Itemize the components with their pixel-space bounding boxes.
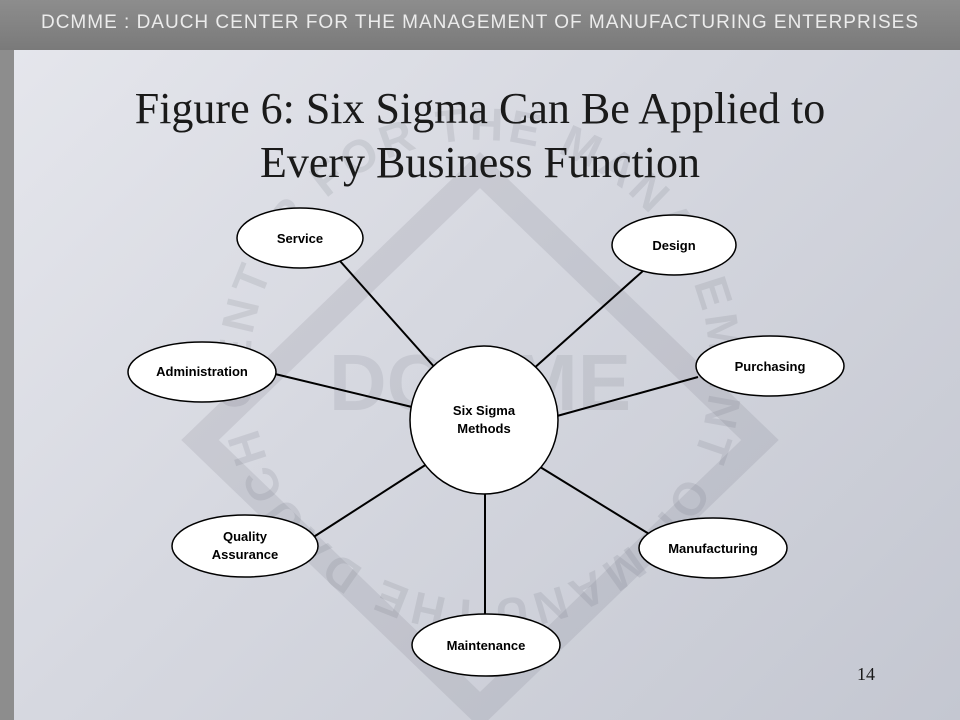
node-purchasing: Purchasing — [695, 335, 845, 397]
connector-purchasing — [556, 376, 699, 417]
node-six-sigma-methods: Six Sigma Methods — [409, 345, 559, 495]
connector-design — [531, 269, 645, 371]
node-administration: Administration — [127, 341, 277, 403]
svg-text:Manufacturing: Manufacturing — [668, 541, 758, 556]
node-service: Service — [236, 207, 364, 269]
connector-quality-assurance — [311, 461, 431, 539]
svg-text:Maintenance: Maintenance — [447, 638, 526, 653]
svg-text:Purchasing: Purchasing — [735, 359, 806, 374]
node-maintenance: Maintenance — [411, 613, 561, 677]
header-bar: DCMME : DAUCH CENTER FOR THE MANAGEMENT … — [0, 0, 960, 50]
svg-text:Design: Design — [652, 238, 695, 253]
connector-administration — [274, 373, 413, 408]
svg-text:Quality: Quality — [223, 529, 268, 544]
page-number: 14 — [857, 664, 875, 684]
connector-service — [339, 260, 438, 371]
svg-text:Methods: Methods — [457, 421, 510, 436]
left-bar — [0, 50, 14, 720]
header-text: DCMME : DAUCH CENTER FOR THE MANAGEMENT … — [40, 12, 919, 33]
svg-text:Administration: Administration — [156, 364, 248, 379]
slide-title-line-1: Figure 6: Six Sigma Can Be Applied to — [134, 84, 826, 133]
svg-text:Service: Service — [277, 231, 323, 246]
svg-text:Assurance: Assurance — [212, 547, 278, 562]
connector-manufacturing — [531, 461, 655, 538]
slide-title: Figure 6: Six Sigma Can Be Applied to Ev… — [40, 82, 920, 190]
node-design: Design — [611, 214, 737, 276]
slide-title-line-2: Every Business Function — [260, 138, 700, 187]
node-manufacturing: Manufacturing — [638, 517, 788, 579]
svg-text:Six Sigma: Six Sigma — [453, 403, 516, 418]
connector-lines — [274, 260, 699, 614]
node-quality-assurance: Quality Assurance — [171, 514, 319, 578]
